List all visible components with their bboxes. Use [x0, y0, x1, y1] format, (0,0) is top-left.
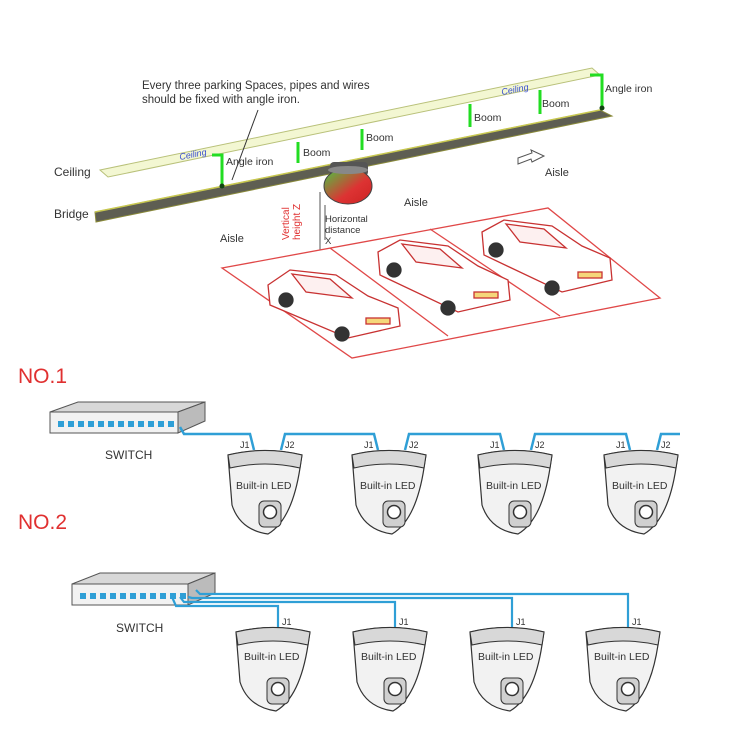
parking-lot: [220, 207, 662, 359]
angle-iron-left-label: Angle iron: [226, 156, 273, 168]
no2-camera-4-label: Built-in LED: [594, 651, 650, 663]
no2-wire-1: [170, 596, 280, 628]
no1-camera-3-port-b: J2: [535, 440, 545, 450]
no1-camera-1-port-a: J1: [240, 440, 250, 450]
no2-camera-1: Built-in LED J1: [235, 617, 311, 712]
no2-wires: [170, 589, 630, 628]
no1-camera-2-label: Built-in LED: [360, 480, 416, 492]
no2-camera-3-label: Built-in LED: [478, 651, 534, 663]
install-scene: Every three parking Spaces, pipes and wi…: [54, 67, 662, 359]
no1-camera-1: Built-in LED J1 J2: [227, 440, 303, 535]
no1-title: NO.1: [18, 365, 67, 388]
no1-camera-2-port-b: J2: [409, 440, 419, 450]
no1-switch: [49, 401, 206, 434]
no2-wire-2: [179, 596, 397, 628]
no2-camera-1-port: J1: [282, 617, 292, 627]
no2-section: NO.2 SWITCH: [18, 511, 661, 712]
boom-label-3: Boom: [474, 112, 502, 124]
ceiling-tag-right: Ceiling: [500, 82, 529, 97]
no1-camera-4-port-a: J1: [616, 440, 626, 450]
car-2: [377, 239, 511, 316]
no1-camera-2: Built-in LED J1 J2: [351, 440, 427, 535]
no1-camera-4: Built-in LED J1 J2: [603, 440, 679, 535]
booms: [212, 73, 604, 186]
no2-camera-1-label: Built-in LED: [244, 651, 300, 663]
aisle-label-center: Aisle: [404, 197, 428, 209]
vertical-height-line-2: height Z: [292, 204, 303, 240]
camera-unit: [323, 162, 373, 205]
angle-iron-right-label: Angle iron: [605, 83, 652, 95]
no1-camera-4-label: Built-in LED: [612, 480, 668, 492]
no2-title: NO.2: [18, 511, 67, 534]
ceiling-label: Ceiling: [54, 165, 91, 179]
no2-camera-3: Built-in LED J1: [469, 617, 545, 712]
boom-label-4: Boom: [542, 98, 570, 110]
note-leader: [231, 109, 259, 181]
aisle-label-left: Aisle: [220, 233, 244, 245]
boom-label-1: Boom: [303, 147, 331, 159]
horizontal-distance-line-3: X: [325, 236, 332, 247]
car-1: [267, 269, 401, 342]
no1-camera-2-port-a: J1: [364, 440, 374, 450]
no1-camera-1-label: Built-in LED: [236, 480, 292, 492]
no2-switch-label: SWITCH: [116, 621, 163, 635]
no1-camera-1-port-b: J2: [285, 440, 295, 450]
no1-camera-3: Built-in LED J1 J2: [477, 440, 553, 535]
bridge-label: Bridge: [54, 207, 89, 221]
no2-camera-3-port: J1: [516, 617, 526, 627]
vertical-height-line-1: Vertical: [281, 207, 292, 240]
no2-camera-4: Built-in LED J1: [585, 617, 661, 712]
no1-chain-wire: [178, 426, 680, 451]
no2-switch: [71, 572, 216, 606]
boom-post-6: [590, 73, 604, 108]
horizontal-distance-line-1: Horizontal: [325, 214, 368, 225]
aisle-arrow-icon: [517, 149, 546, 165]
car-3: [481, 219, 613, 296]
note-line-1: Every three parking Spaces, pipes and wi…: [142, 80, 370, 92]
no1-section: NO.1 SWITCH Built-in LED J1: [18, 365, 680, 535]
dimension-lines: [319, 192, 326, 250]
no2-camera-2: Built-in LED J1: [352, 617, 428, 712]
no1-camera-3-port-a: J1: [490, 440, 500, 450]
no1-switch-label: SWITCH: [105, 448, 152, 462]
no1-camera-3-label: Built-in LED: [486, 480, 542, 492]
horizontal-distance-line-2: distance: [325, 225, 360, 236]
note-line-2: should be fixed with angle iron.: [142, 94, 300, 106]
no2-camera-2-label: Built-in LED: [361, 651, 417, 663]
no1-camera-4-port-b: J2: [661, 440, 671, 450]
boom-label-2: Boom: [366, 132, 394, 144]
boom-post-1: [212, 153, 224, 186]
no2-camera-4-port: J1: [632, 617, 642, 627]
no2-camera-2-port: J1: [399, 617, 409, 627]
aisle-label-right: Aisle: [545, 167, 569, 179]
no2-wire-4: [195, 589, 630, 628]
no2-wire-3: [187, 595, 514, 628]
